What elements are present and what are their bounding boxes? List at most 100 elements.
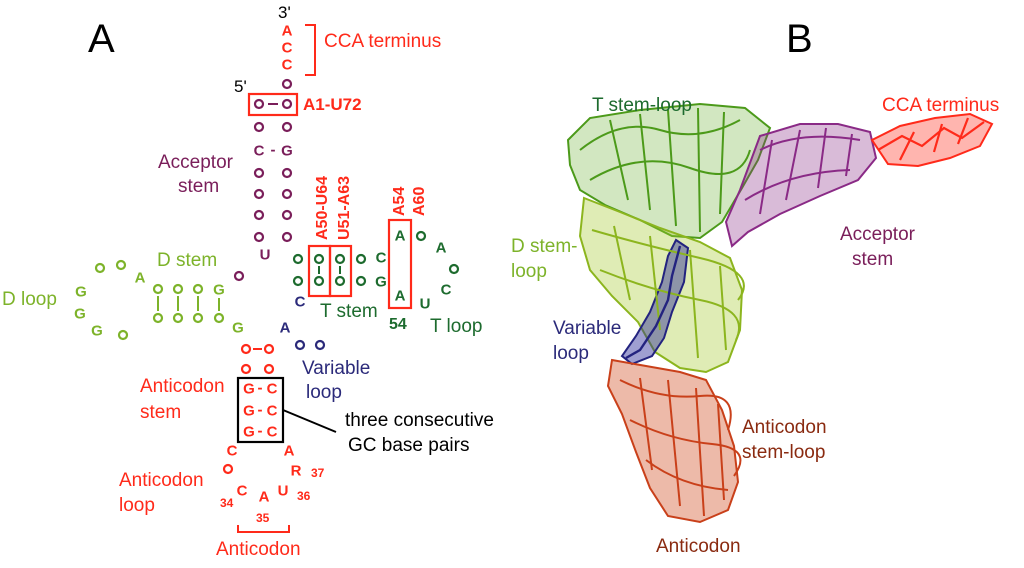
acceptor-pair-1 [253, 98, 293, 110]
acceptor-nt-c: C [254, 143, 265, 160]
acceptor-stem-label-b-1: Acceptor [840, 224, 916, 245]
anticodon-loop-u36: U [278, 483, 289, 500]
d-stem-g-top: G [213, 282, 225, 299]
variable-loop-label-b-2: loop [553, 343, 589, 364]
anticodon-g2: G [243, 403, 255, 420]
d-loop-nt [117, 329, 129, 341]
anticodon-dash-3: - [258, 423, 263, 440]
anticodon-stem-loop-label-1: Anticodon [742, 417, 827, 438]
anticodon-g3: G [243, 424, 255, 441]
variable-a: A [280, 320, 291, 337]
cca-region [870, 112, 994, 168]
variable-loop-backbone [625, 245, 682, 360]
anticodon-c2: C [267, 403, 278, 420]
t-stem-c: C [376, 250, 387, 267]
variable-loop-label-1: Variable [302, 358, 370, 379]
num-34: 34 [220, 496, 234, 510]
t-stem-pair-2 [334, 253, 346, 287]
d-loop-g3: G [91, 323, 103, 340]
acceptor-stem-backbone [744, 127, 861, 215]
cca-a: A [282, 23, 293, 40]
gc-note-line-1: three consecutive [345, 410, 494, 431]
acceptor-pair-6 [253, 231, 293, 243]
acceptor-pair-2 [253, 121, 293, 133]
anticodon-stem-loop-backbone [619, 377, 742, 517]
d-loop-label: D loop [2, 289, 57, 310]
d-loop-g2: G [74, 306, 86, 323]
variable-nt [314, 339, 326, 351]
variable-nt [294, 339, 306, 351]
acceptor-stem-label-1: Acceptor [158, 152, 234, 173]
num-35: 35 [256, 511, 270, 525]
junction-nt [233, 270, 245, 282]
a54-a60-box [387, 218, 413, 310]
variable-loop-label-b-1: Variable [553, 318, 621, 339]
anticodon-loop-a35: A [259, 489, 270, 506]
t-loop-c: C [441, 282, 452, 299]
anticodon-loop-a37: A [284, 443, 295, 460]
variable-loop-label-2: loop [306, 382, 342, 403]
d-stem-nt [213, 312, 225, 324]
u51-a63-label: U51-A63 [336, 176, 353, 240]
acceptor-stem-region [724, 123, 878, 248]
d-stem-pair-1 [152, 283, 164, 324]
d-loop-g1: G [75, 284, 87, 301]
acceptor-nt [281, 78, 293, 90]
junction-u: U [260, 247, 271, 264]
acceptor-pair-3 [253, 167, 293, 179]
d-stem-g-bottom: G [232, 320, 244, 337]
anticodon-loop-c34: C [237, 483, 248, 500]
d-loop-a: A [135, 270, 146, 287]
five-prime-label: 5' [234, 77, 247, 96]
t-stem-label: T stem [320, 301, 378, 322]
a1-u72-box [247, 92, 299, 117]
d-loop-nt [115, 259, 127, 271]
num-36: 36 [297, 489, 311, 503]
d-stem-loop-label-1: D stem- [511, 236, 578, 257]
cca-terminus-label-b: CCA terminus [882, 95, 999, 116]
num-54: 54 [389, 316, 407, 333]
acceptor-stem-label-2: stem [178, 176, 219, 197]
anticodon-stem-label-2: stem [140, 402, 181, 423]
anticodon-loop-c1: C [227, 443, 238, 460]
t-loop-label: T loop [430, 316, 482, 337]
t-stem-pair-1 [313, 253, 325, 287]
anticodon-loop-label-2: loop [119, 495, 155, 516]
anticodon-loop-nt [222, 463, 234, 475]
panel-a: A 3' A C C CCA terminus 5' A1-U72 C - G [2, 3, 494, 560]
a1-u72-label: A1-U72 [303, 95, 362, 114]
num-37: 37 [311, 466, 325, 480]
anticodon-dash-1: - [258, 380, 263, 397]
cca-terminus-label: CCA terminus [324, 31, 441, 52]
t-stem-g: G [375, 274, 387, 291]
anticodon-g1: G [243, 381, 255, 398]
t-stem-loop-backbone [579, 107, 751, 233]
cca-backbone [877, 117, 985, 161]
gc-callout-line [282, 409, 337, 433]
d-stem-loop-backbone [591, 225, 745, 359]
panel-b-letter: B [786, 17, 813, 61]
anticodon-stem-pair-2 [240, 363, 275, 375]
a50-u64-label: A50-U64 [314, 176, 331, 240]
t-stem-pair-3 [355, 253, 367, 287]
anticodon-c1: C [267, 381, 278, 398]
d-stem-label: D stem [157, 250, 217, 271]
t-stem-loop-label: T stem-loop [592, 95, 692, 116]
a54-label: A54 [391, 187, 408, 216]
t-loop-u: U [420, 296, 431, 313]
d-stem-loop-label-2: loop [511, 261, 547, 282]
t-loop-a: A [436, 240, 447, 257]
anticodon-loop-label-1: Anticodon [119, 470, 204, 491]
d-stem-pair-2 [172, 283, 184, 324]
cca-bracket [305, 24, 316, 76]
gc-note-line-2: GC base pairs [348, 435, 469, 456]
anticodon-bracket [237, 525, 290, 533]
acceptor-stem-label-b-2: stem [852, 249, 893, 270]
anticodon-stem-loop-label-2: stem-loop [742, 442, 825, 463]
anticodon-c3: C [267, 424, 278, 441]
anticodon-label: Anticodon [216, 539, 301, 560]
anticodon-dash-2: - [258, 402, 263, 419]
panel-b: B [511, 17, 999, 557]
cca-c1: C [282, 40, 293, 57]
